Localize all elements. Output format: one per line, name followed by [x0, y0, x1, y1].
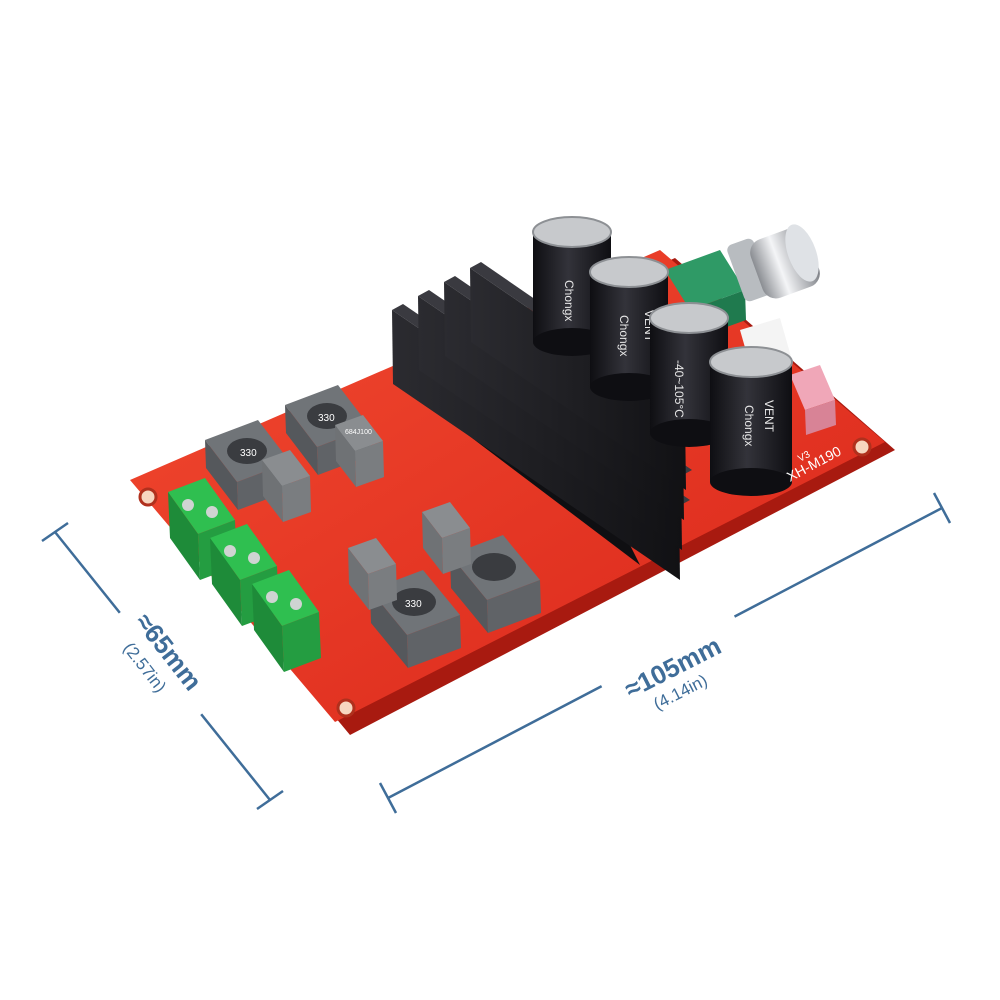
- capacitors: Chongx Chongx VENT -40~105°C Chongx VENT: [532, 216, 793, 496]
- power-resistors: 684J100: [262, 415, 471, 610]
- volume-potentiometer[interactable]: [665, 220, 825, 340]
- inductor: [450, 535, 541, 633]
- volume-knob[interactable]: [746, 220, 825, 302]
- inductor-marking: 330: [240, 448, 257, 459]
- capacitor-vent: VENT: [762, 400, 776, 433]
- resistor-marking: 684J100: [345, 429, 372, 436]
- capacitor-brand: Chongx: [562, 280, 576, 321]
- inductor-marking: 330: [405, 599, 422, 610]
- mounting-hole: [852, 437, 872, 457]
- terminal-block: [252, 570, 321, 672]
- capacitor: Chongx VENT: [709, 346, 793, 496]
- screw-terminals: [168, 478, 321, 672]
- board-version-label: V3: [796, 449, 812, 465]
- heatsink: [392, 262, 696, 580]
- capacitor-brand: Chongx: [742, 405, 756, 446]
- mounting-hole: [138, 487, 158, 507]
- capacitor-temp: -40~105°C: [672, 360, 686, 418]
- inductor-marking: 330: [318, 413, 335, 424]
- mounting-hole: [336, 698, 356, 718]
- capacitor-brand: Chongx: [617, 315, 631, 356]
